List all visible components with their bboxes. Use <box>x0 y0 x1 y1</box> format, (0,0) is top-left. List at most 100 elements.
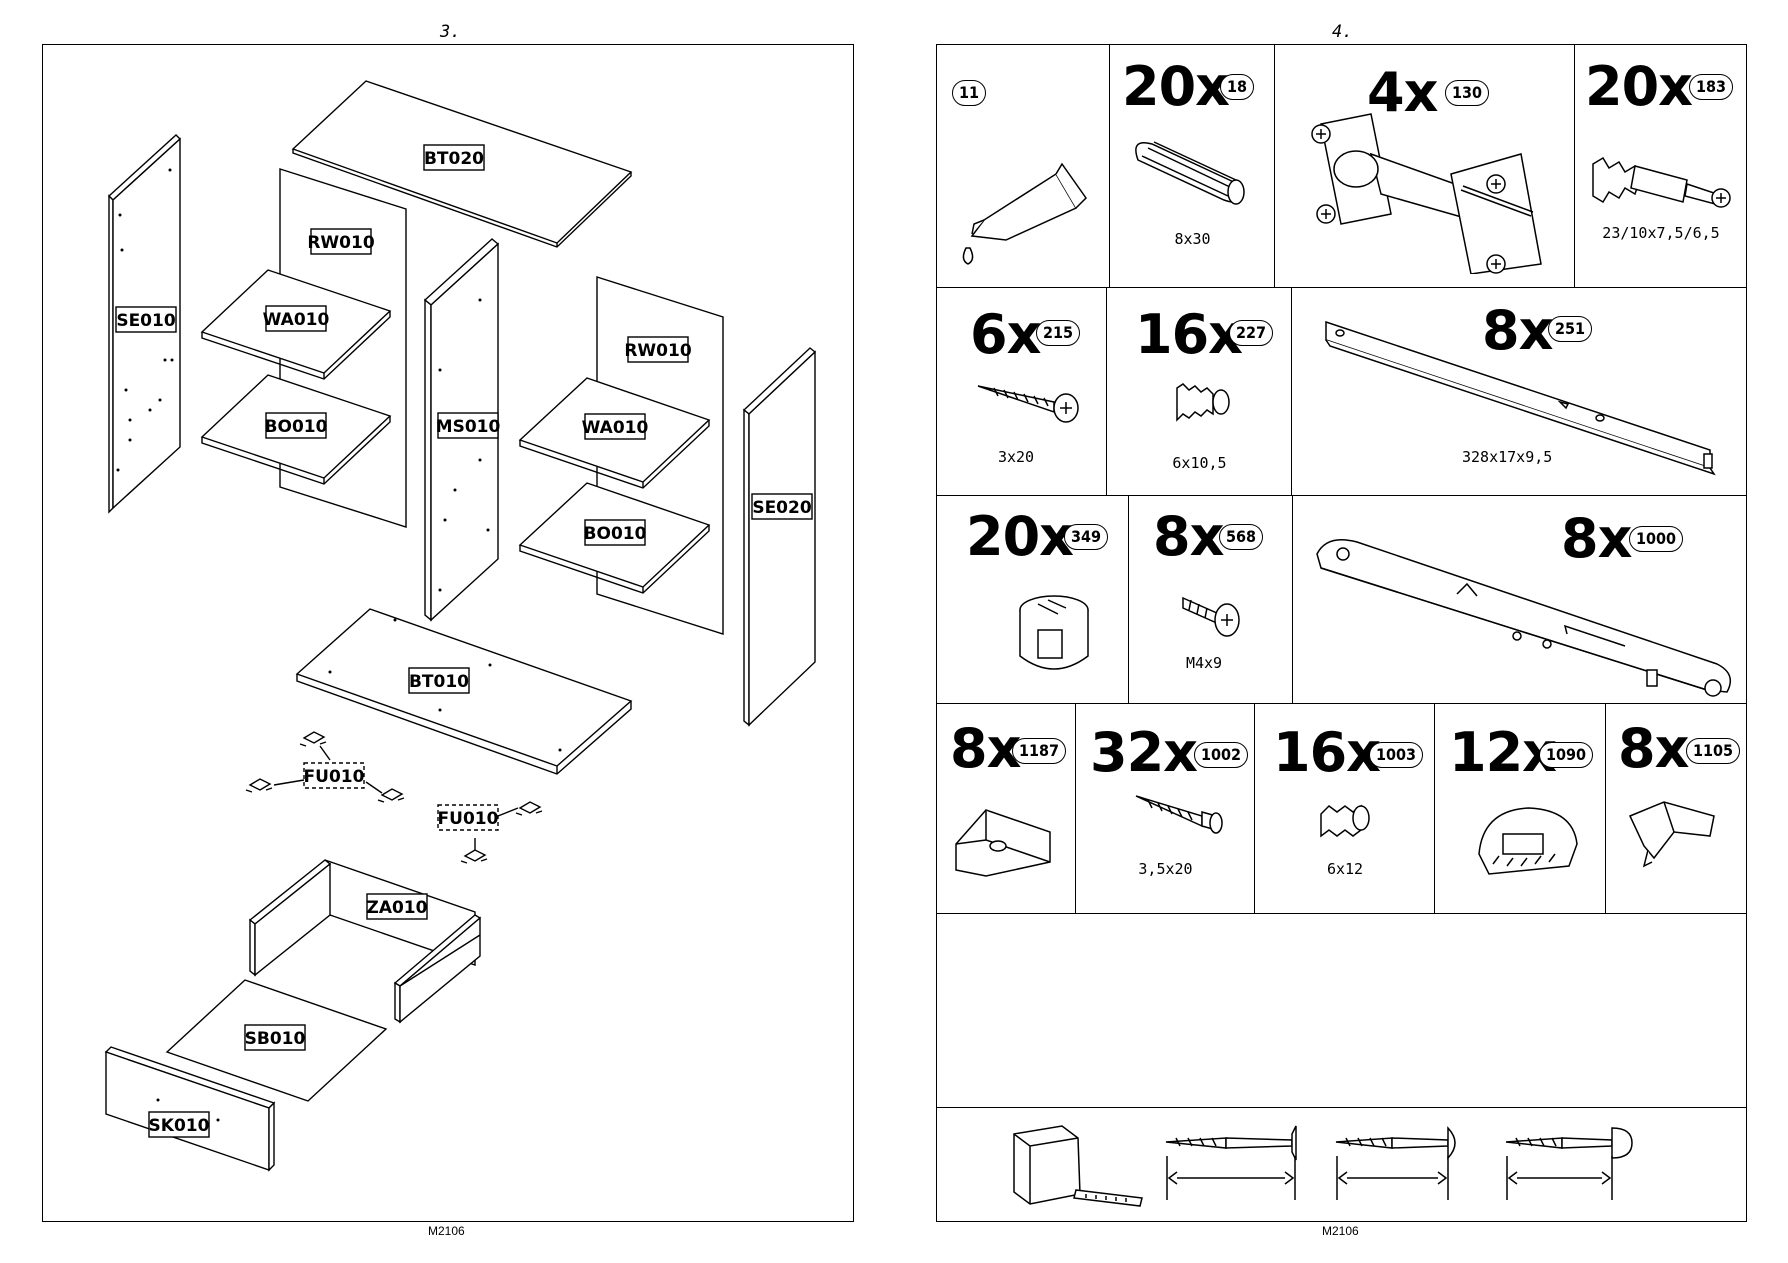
hardware-cell-1002: 32x 1002 3,5x20 <box>1076 704 1255 914</box>
part-code-badge: 349 <box>1064 524 1109 550</box>
svg-text:BT020: BT020 <box>424 149 484 169</box>
right-page-number: 4. <box>1332 22 1353 42</box>
quantity-label: 4x <box>1367 61 1438 124</box>
right-page-footer: M2106 <box>1322 1224 1359 1238</box>
quantity-label: 8x <box>950 717 1021 780</box>
feet-fu010-group-a <box>245 731 405 803</box>
dimension-label: 8x30 <box>1174 230 1211 248</box>
svg-text:BT010: BT010 <box>409 672 469 692</box>
hardware-cell-18: 20x 18 8x30 <box>1110 44 1275 288</box>
machine-screw-icon <box>1182 596 1240 637</box>
quantity-label: 20x <box>1585 55 1693 118</box>
label-ms010: MS010 <box>436 412 501 439</box>
svg-text:MS010: MS010 <box>436 417 501 437</box>
dimension-label: 6x10,5 <box>1172 454 1227 472</box>
svg-text:FU010: FU010 <box>438 809 499 829</box>
part-code-badge: 1090 <box>1539 742 1594 768</box>
bracket-block-icon <box>955 809 1051 877</box>
label-sk010: SK010 <box>148 1111 210 1138</box>
metal-rail-icon <box>1325 320 1716 476</box>
label-bo010-left: BO010 <box>265 412 328 439</box>
label-se010: SE010 <box>115 306 177 333</box>
left-page-frame <box>42 44 854 1222</box>
cam-bolt-icon <box>1592 156 1731 208</box>
dimension-label: 3x20 <box>997 448 1035 466</box>
feet-fu010-group-b <box>460 801 543 864</box>
part-code-badge: 227 <box>1229 320 1274 346</box>
dimension-label: M4x9 <box>1185 654 1223 672</box>
quantity-label: 20x <box>966 505 1074 568</box>
quantity-label: 12x <box>1449 721 1557 784</box>
quantity-label: 8x <box>1618 717 1689 780</box>
hardware-cell-11: 11 <box>936 44 1110 288</box>
cabinet-hinge-icon <box>1311 113 1542 274</box>
hardware-cell-1105: 8x 1105 <box>1606 704 1747 914</box>
expansion-plug-icon <box>1320 804 1370 838</box>
svg-text:WA010: WA010 <box>263 310 330 330</box>
part-code-badge: 18 <box>1220 74 1255 100</box>
cam-lock-icon <box>1019 595 1089 670</box>
svg-text:SE010: SE010 <box>116 311 176 331</box>
hardware-cell-1000: 8x 1000 <box>1293 496 1747 704</box>
svg-text:FU010: FU010 <box>304 767 365 787</box>
part-code-badge: 251 <box>1548 316 1593 342</box>
label-bt020: BT020 <box>423 144 485 171</box>
drawer-front-sk010 <box>104 1046 276 1172</box>
svg-text:RW010: RW010 <box>624 341 691 361</box>
wood-screw-icon <box>1135 795 1223 834</box>
part-code-badge: 1000 <box>1629 526 1684 552</box>
svg-text:BO010: BO010 <box>265 417 328 437</box>
dimension-label: 3,5x20 <box>1138 860 1193 878</box>
label-rw010-left: RW010 <box>307 228 375 255</box>
notes-area <box>936 914 1747 1108</box>
dimension-label: 328x17x9,5 <box>1462 448 1553 466</box>
hardware-cell-568: 8x 568 M4x9 <box>1129 496 1293 704</box>
hardware-cell-227: 16x 227 6x10,5 <box>1107 288 1292 496</box>
dimension-label: 6x12 <box>1326 860 1364 878</box>
glide-pad-icon <box>1478 807 1578 875</box>
part-code-badge: 1002 <box>1194 742 1249 768</box>
quantity-label: 16x <box>1135 303 1243 366</box>
pan-head-screw-icon <box>1505 1127 1633 1200</box>
part-code-badge: 183 <box>1689 74 1734 100</box>
label-bt010: BT010 <box>408 667 470 694</box>
hardware-cell-1090: 12x 1090 <box>1435 704 1606 914</box>
part-code-badge: 1187 <box>1012 738 1067 764</box>
part-code-badge: 11 <box>952 80 987 106</box>
svg-text:SB010: SB010 <box>245 1029 306 1049</box>
label-se020: SE020 <box>751 493 813 520</box>
dimension-label: 23/10x7,5/6,5 <box>1602 224 1720 242</box>
label-bo010-right: BO010 <box>584 519 647 546</box>
label-sb010: SB010 <box>244 1024 306 1051</box>
shelf-support-icon <box>1628 801 1715 868</box>
label-za010: ZA010 <box>366 893 428 920</box>
left-page-footer: M2106 <box>428 1224 465 1238</box>
countersunk-screw-icon <box>1165 1125 1297 1200</box>
svg-text:WA010: WA010 <box>582 418 649 438</box>
round-head-screw-icon <box>1335 1126 1456 1200</box>
part-code-badge: 1105 <box>1686 738 1741 764</box>
part-code-badge: 130 <box>1445 80 1490 106</box>
part-code-badge: 568 <box>1219 524 1264 550</box>
svg-text:ZA010: ZA010 <box>367 898 428 918</box>
quantity-label: 20x <box>1122 55 1230 118</box>
quantity-label: 8x <box>1561 507 1632 570</box>
svg-text:RW010: RW010 <box>307 233 374 253</box>
quantity-label: 8x <box>1482 299 1553 362</box>
hardware-cell-251: 8x 251 328x17x9,5 <box>1292 288 1747 496</box>
plastic-dowel-icon <box>1176 383 1230 422</box>
part-code-badge: 215 <box>1036 320 1081 346</box>
quantity-label: 6x <box>970 303 1041 366</box>
hardware-cell-1187: 8x 1187 <box>936 704 1076 914</box>
hardware-cell-183: 20x 183 23/10x7,5/6,5 <box>1575 44 1747 288</box>
tape-measure-icon <box>1013 1125 1143 1207</box>
hardware-cell-349: 20x 349 <box>936 496 1129 704</box>
wafer-screw-icon <box>977 385 1079 423</box>
hardware-cell-1003: 16x 1003 6x12 <box>1255 704 1435 914</box>
svg-text:SE020: SE020 <box>752 498 812 518</box>
svg-text:SK010: SK010 <box>149 1116 210 1136</box>
svg-text:BO010: BO010 <box>584 524 647 544</box>
quantity-label: 16x <box>1273 721 1381 784</box>
part-code-badge: 1003 <box>1369 742 1424 768</box>
